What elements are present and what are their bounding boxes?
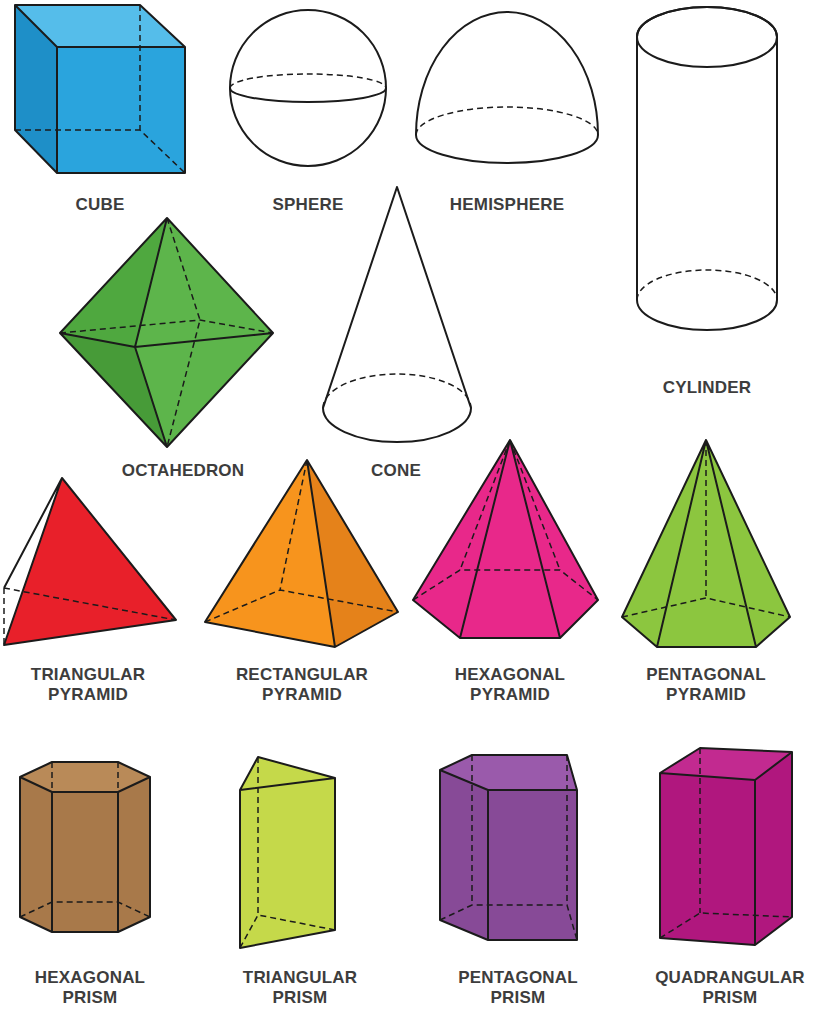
shape-name: CONE	[336, 461, 456, 481]
hidden-edge	[15, 5, 185, 173]
hidden-edge	[230, 74, 386, 88]
hidden-edge	[413, 440, 598, 600]
shape-name: QUADRANGULAR PRISM	[655, 968, 805, 1008]
pyramid-body	[413, 440, 598, 638]
label-slot: OCTAHEDRON	[93, 461, 273, 481]
label-slot: CONE	[336, 461, 456, 481]
label-slot: HEXAGONAL PRISM	[20, 968, 160, 1008]
sphere-figure	[230, 10, 386, 166]
hidden-edge	[660, 748, 792, 938]
sphere-outline	[230, 10, 386, 166]
prism-edge	[20, 762, 150, 932]
shape-name: TRIANGULAR PRISM	[230, 968, 370, 1008]
hidden-edge	[440, 755, 577, 940]
pyramid-edge	[413, 440, 598, 638]
hidden-edge	[622, 440, 790, 617]
prism-top	[20, 762, 150, 792]
label-slot: PENTAGONAL PYRAMID	[636, 665, 776, 705]
shape-name: SPHERE	[228, 195, 388, 215]
hidden-edge	[60, 218, 273, 447]
hidden-edge	[323, 374, 471, 408]
quadrangular-prism-figure	[660, 748, 792, 945]
octahedron-edge	[60, 218, 273, 447]
cylinder-body	[637, 7, 777, 330]
hidden-edge	[240, 757, 335, 948]
label-slot: CUBE	[20, 195, 180, 215]
hexagonal-pyramid-figure	[413, 440, 598, 638]
rectangular-pyramid-figure	[205, 460, 398, 647]
shape-name: RECTANGULAR PYRAMID	[227, 665, 377, 705]
shape-name: CUBE	[20, 195, 180, 215]
pyramid-edge	[205, 460, 398, 647]
label-slot: TRIANGULAR PRISM	[230, 968, 370, 1008]
hemisphere-figure	[416, 12, 598, 163]
cube-edge	[15, 5, 185, 173]
cone-figure	[323, 187, 471, 442]
cone-outline	[323, 187, 471, 442]
label-slot: SPHERE	[228, 195, 388, 215]
octahedron-body	[60, 218, 273, 447]
shape-name: HEXAGONAL PYRAMID	[440, 665, 580, 705]
octahedron-figure	[60, 218, 273, 447]
label-slot: TRIANGULAR PYRAMID	[18, 665, 158, 705]
prism-body	[660, 748, 792, 945]
shape-name: TRIANGULAR PYRAMID	[18, 665, 158, 705]
pyramid-edge	[622, 440, 790, 647]
pyramid-body	[4, 478, 176, 645]
cube-face	[15, 5, 185, 47]
label-slot: HEMISPHERE	[417, 195, 597, 215]
prism-edge	[240, 757, 335, 948]
hidden-edge	[4, 588, 176, 645]
shape-name: HEXAGONAL PRISM	[20, 968, 160, 1008]
cylinder-top	[637, 7, 777, 67]
shape-name: CYLINDER	[617, 378, 797, 398]
hidden-edge	[637, 270, 777, 300]
label-slot: PENTAGONAL PRISM	[448, 968, 588, 1008]
pyramid-body	[622, 440, 790, 647]
label-slot: CYLINDER	[617, 378, 797, 398]
shape-name: HEMISPHERE	[417, 195, 597, 215]
pentagonal-prism-figure	[440, 755, 577, 940]
pyramid-body	[205, 460, 398, 647]
shape-name: PENTAGONAL PYRAMID	[636, 665, 776, 705]
prism-body	[440, 755, 577, 940]
prism-body	[20, 762, 150, 932]
triangular-pyramid-figure	[4, 478, 176, 645]
hemisphere-outline	[416, 12, 598, 163]
cylinder-figure	[637, 7, 777, 330]
shape-name: PENTAGONAL PRISM	[448, 968, 588, 1008]
pyramid-edge	[4, 478, 176, 645]
prism-edge	[440, 755, 577, 940]
triangular-prism-figure	[240, 757, 335, 948]
cube-figure	[15, 5, 185, 173]
label-slot: HEXAGONAL PYRAMID	[440, 665, 580, 705]
label-slot: RECTANGULAR PYRAMID	[227, 665, 377, 705]
label-slot: QUADRANGULAR PRISM	[655, 968, 805, 1008]
shape-name: OCTAHEDRON	[93, 461, 273, 481]
prism-edge	[660, 748, 792, 945]
hexagonal-prism-figure	[20, 762, 150, 932]
pentagonal-pyramid-figure	[622, 440, 790, 647]
prism-body	[240, 757, 335, 948]
hidden-edge	[416, 107, 598, 135]
hidden-edge	[205, 460, 398, 622]
sphere-equator	[230, 88, 386, 102]
